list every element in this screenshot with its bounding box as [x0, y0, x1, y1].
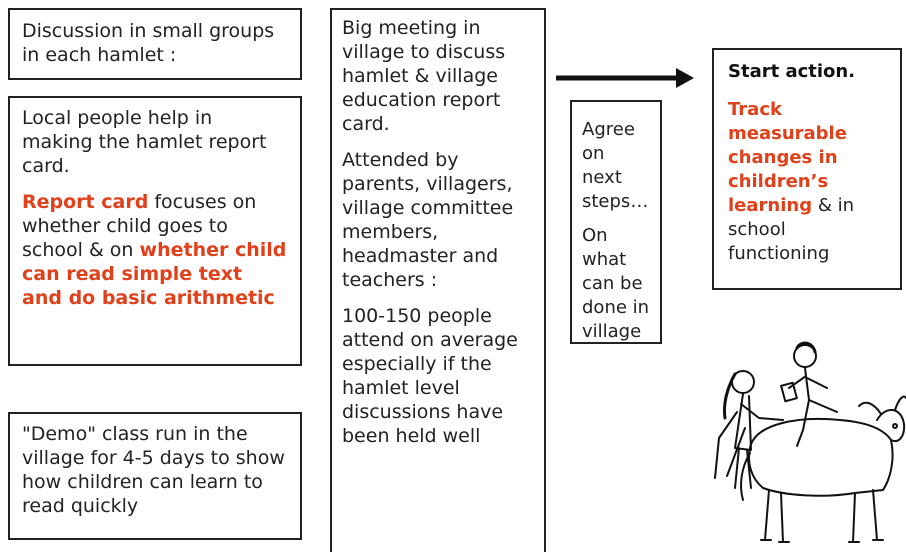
right-arrow-icon [556, 68, 694, 88]
track-learning-highlight: Track measurable changes in children’s l… [728, 99, 847, 216]
meeting-attendees: Attended by parents, villagers, village … [342, 149, 514, 291]
start-action-title: Start action. [728, 61, 856, 82]
demo-class-text: "Demo" class run in the village for 4-5 … [22, 423, 285, 517]
report-card-intro: Local people help in making the hamlet r… [22, 107, 267, 177]
school-functioning-text: & in school functioning [728, 195, 854, 264]
box-start-action: Start action. Track measurable changes i… [712, 48, 902, 290]
meeting-attendance: 100-150 people attend on average especia… [342, 305, 518, 447]
box-hamlet-discussion: Discussion in small groups in each hamle… [8, 8, 302, 80]
reading-arithmetic-highlight: whether child can read simple text and d… [22, 239, 287, 309]
box-report-card: Local people help in making the hamlet r… [8, 96, 302, 366]
children-with-cow-sketch [714, 341, 906, 543]
report-card-highlight: Report card [22, 191, 149, 213]
hamlet-discussion-text: Discussion in small groups in each hamle… [22, 20, 275, 66]
meeting-purpose: Big meeting in village to discuss hamlet… [342, 17, 506, 135]
box-agree-next-steps: Agree on next steps… On what can be done… [570, 100, 662, 344]
box-village-meeting: Big meeting in village to discuss hamlet… [330, 8, 546, 552]
report-card-focus: Report card focuses on whether child goe… [22, 190, 288, 310]
agree-steps-text: Agree on next steps… [582, 119, 649, 212]
track-changes-text: Track measurable changes in children’s l… [728, 98, 886, 266]
box-demo-class: "Demo" class run in the village for 4-5 … [8, 412, 302, 540]
report-card-focus-text: focuses on whether child goes to school … [22, 191, 257, 261]
agree-village-text: On what can be done in village [582, 225, 650, 342]
